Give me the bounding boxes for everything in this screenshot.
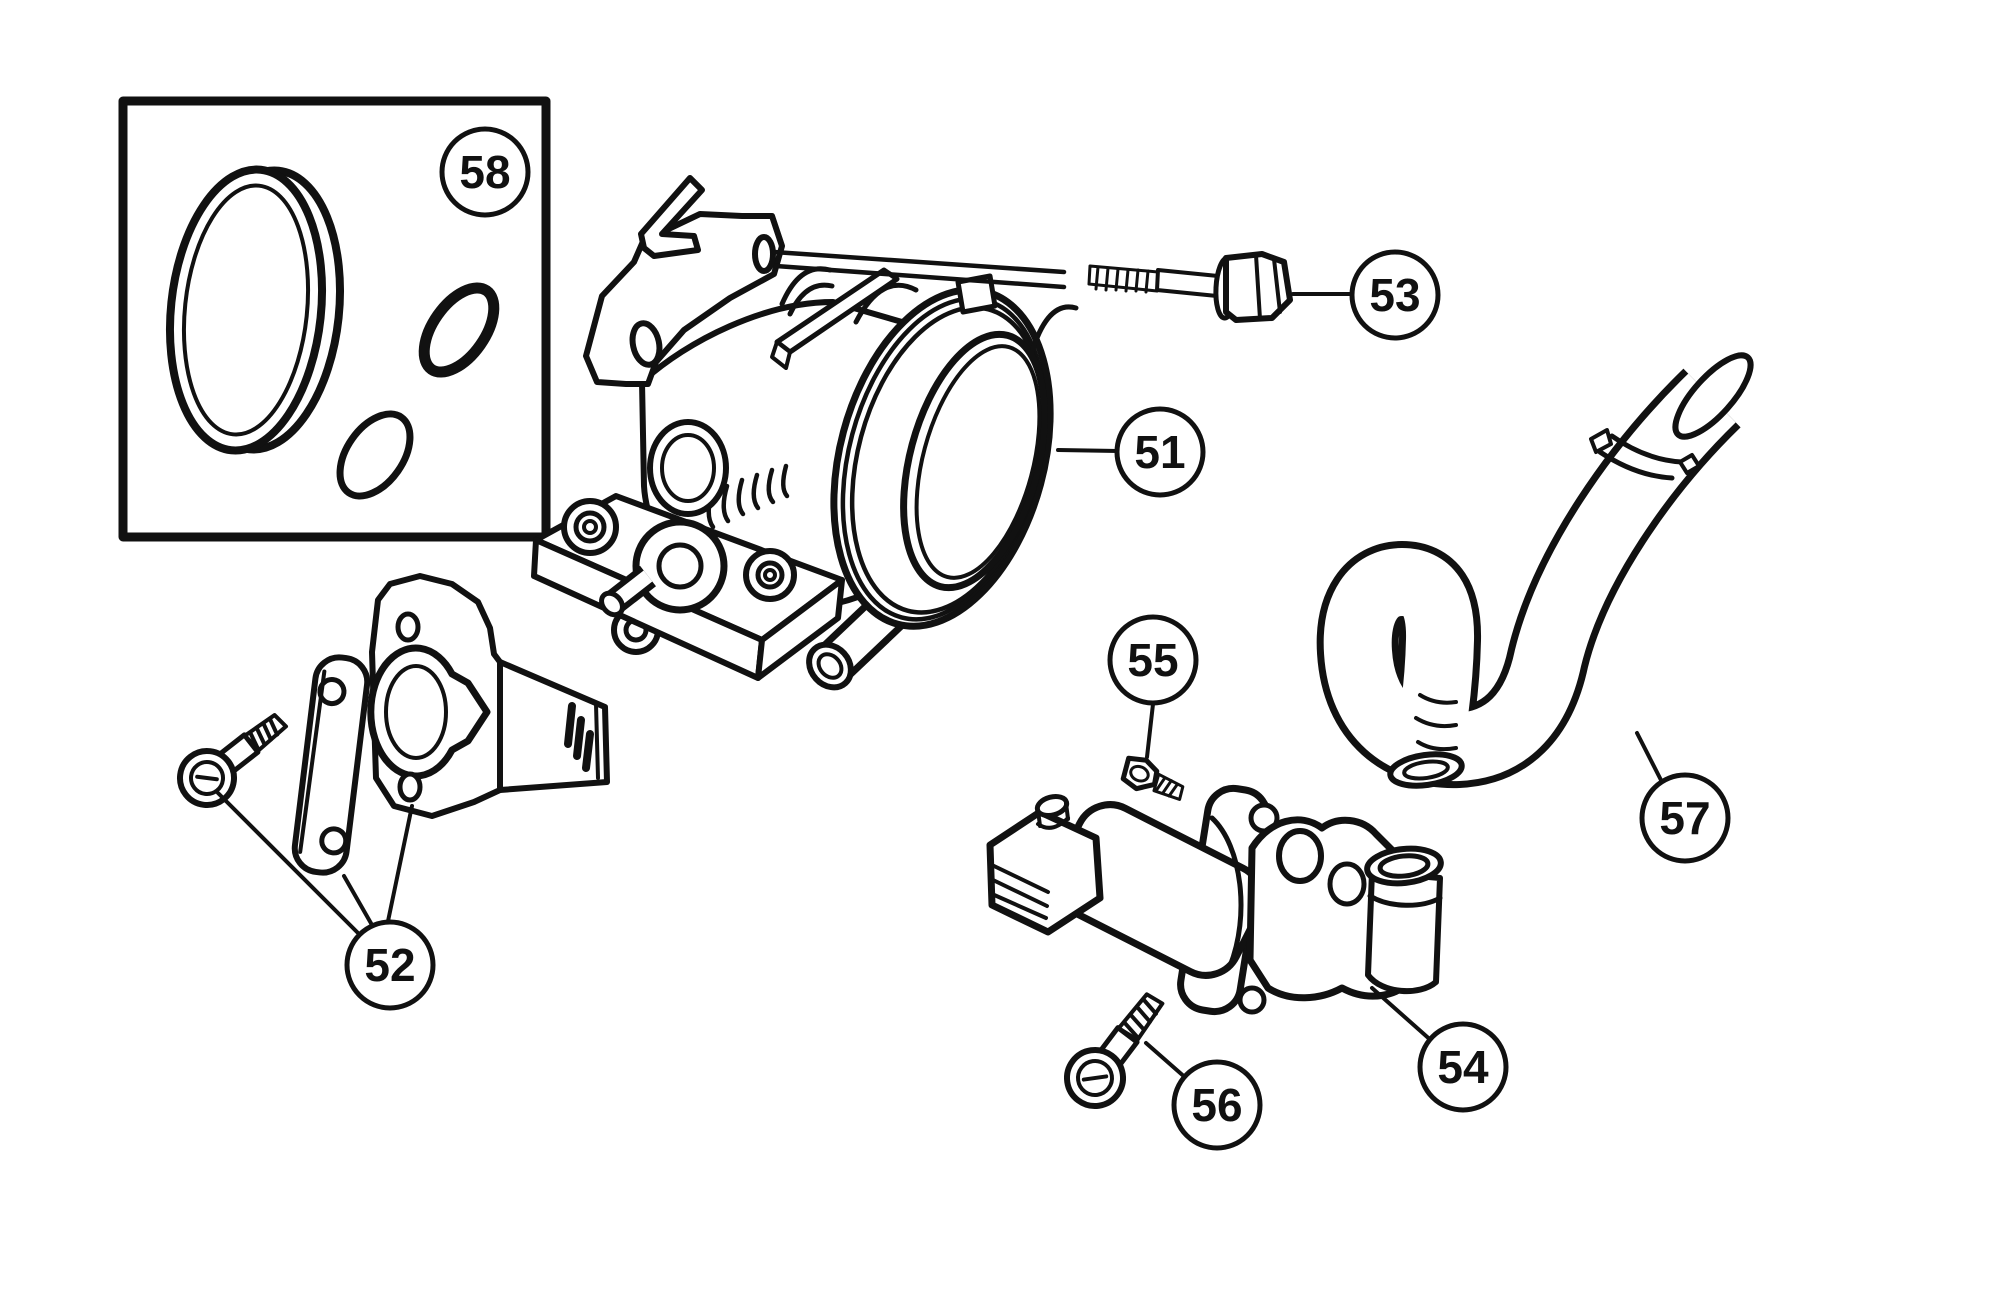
bore-saddle-arc [1029, 304, 1079, 355]
callout-58-label: 58 [459, 146, 510, 198]
tps-sensor-group [177, 573, 610, 876]
tps-keyed-opening [367, 644, 491, 780]
egr-connector-block [986, 793, 1104, 936]
egr-valve [986, 755, 1444, 1109]
flange-bolt-53 [1087, 251, 1293, 323]
rod-boss [752, 234, 776, 274]
egr-port-hole-1 [1276, 828, 1324, 884]
tps-gasket-strip [291, 654, 371, 876]
throttle-cam [599, 518, 728, 618]
callout-56-label: 56 [1191, 1079, 1242, 1131]
base-boss-left [561, 498, 619, 556]
callout-57-label: 57 [1659, 792, 1710, 844]
callout-55-label: 55 [1127, 634, 1178, 686]
o-ring-upper [418, 282, 500, 378]
hose-creases [1414, 693, 1458, 752]
bracket-hole [629, 320, 663, 368]
shaft-drum [647, 419, 729, 517]
callout-51[interactable]: 51 [1114, 406, 1206, 498]
tps-screw [177, 713, 288, 808]
inset-box-border [118, 96, 551, 542]
cable-bracket [583, 175, 835, 387]
callout-57[interactable]: 57 [1639, 772, 1731, 864]
leader-55 [1145, 702, 1155, 759]
callout-53[interactable]: 53 [1349, 249, 1441, 341]
egr-outlet-spigot [1364, 845, 1444, 995]
callout-51-label: 51 [1134, 426, 1185, 478]
tps-sensor [367, 573, 610, 819]
bracket-fork [638, 175, 705, 259]
throttle-body [531, 175, 1079, 691]
egr-small-screw [1120, 755, 1185, 801]
base-plate-side [755, 577, 845, 681]
callout-54[interactable]: 54 [1417, 1021, 1509, 1113]
callout-52-label: 52 [364, 939, 415, 991]
seal-kit-inset-box [118, 96, 551, 542]
bolt-shank [1155, 268, 1220, 298]
callout-53-label: 53 [1369, 269, 1420, 321]
throttle-bore [830, 286, 1054, 630]
leader-52c [385, 804, 414, 928]
hose-clamp [1589, 428, 1701, 481]
callout-52[interactable]: 52 [344, 919, 436, 1011]
tps-hole-top [395, 611, 421, 643]
leader-lines [216, 292, 1666, 1081]
leader-51 [1056, 448, 1120, 453]
egr-port-hole-2 [1327, 861, 1367, 907]
callout-55[interactable]: 55 [1107, 614, 1199, 706]
hose-end-top [1672, 352, 1754, 440]
leader-56 [1144, 1041, 1189, 1081]
vacuum-hose [1316, 352, 1754, 789]
callout-54-label: 54 [1437, 1041, 1489, 1093]
egr-flange-boss-bottom [1237, 985, 1267, 1015]
large-seal-ring [165, 165, 345, 455]
leader-52b [342, 874, 378, 934]
o-ring-lower [336, 410, 414, 500]
leader-54 [1370, 986, 1436, 1045]
callout-58[interactable]: 58 [439, 126, 531, 218]
tps-connector [497, 659, 610, 793]
bore-top-tab [955, 273, 998, 315]
egr-mounting-bolt [1064, 992, 1165, 1109]
throttle-rod [771, 249, 1067, 290]
tps-hole-bottom [397, 771, 423, 803]
base-boss-right [743, 548, 797, 602]
callout-56[interactable]: 56 [1171, 1059, 1263, 1151]
leader-57 [1635, 731, 1666, 788]
bore-hump-arc [853, 282, 919, 325]
leader-52a [216, 791, 367, 942]
